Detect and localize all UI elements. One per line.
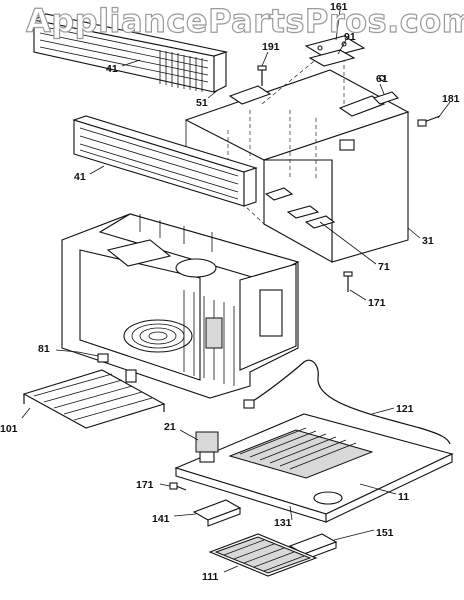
callout-111: 111 bbox=[202, 571, 219, 583]
callout-61: 61 bbox=[376, 73, 388, 85]
callout-51: 51 bbox=[196, 97, 208, 109]
power-cord-121 bbox=[243, 359, 451, 445]
leader-lines bbox=[21, 9, 451, 573]
fan-motor-21 bbox=[195, 431, 219, 463]
callout-181: 181 bbox=[442, 93, 460, 105]
watermark: AppliancePartsPros.com bbox=[25, 1, 464, 40]
callout-41-top: 41 bbox=[106, 63, 118, 75]
callout-41-front: 41 bbox=[74, 171, 86, 183]
bracket-161 bbox=[304, 35, 366, 59]
callout-191: 191 bbox=[262, 41, 280, 53]
callout-21: 21 bbox=[164, 421, 176, 433]
bracket-61 bbox=[372, 74, 400, 105]
screw-171-upper bbox=[343, 271, 353, 292]
callout-71: 71 bbox=[378, 261, 390, 273]
callout-131: 131 bbox=[274, 517, 292, 529]
oven-rack-101 bbox=[22, 369, 166, 429]
grease-filter-111 bbox=[208, 533, 318, 577]
callout-31: 31 bbox=[422, 235, 434, 247]
screw-181 bbox=[417, 115, 441, 127]
callout-101: 101 bbox=[0, 423, 18, 435]
oven-chassis bbox=[61, 213, 300, 399]
callout-121: 121 bbox=[396, 403, 414, 415]
vent-grille-top bbox=[32, 13, 229, 93]
callout-171-lower: 171 bbox=[136, 479, 154, 491]
callout-141: 141 bbox=[152, 513, 170, 525]
callout-81: 81 bbox=[38, 343, 50, 355]
callout-11: 11 bbox=[398, 491, 409, 503]
callout-91: 91 bbox=[344, 31, 356, 43]
vent-grille-front bbox=[72, 115, 258, 207]
base-plate-11 bbox=[174, 413, 454, 523]
screw-171-lower bbox=[169, 482, 187, 491]
screw-191 bbox=[257, 65, 267, 86]
callout-labels: 161 191 91 41 51 61 181 41 31 71 171 81 … bbox=[0, 1, 460, 583]
callout-151: 151 bbox=[376, 527, 394, 539]
callout-161: 161 bbox=[330, 1, 348, 13]
latch-81 bbox=[77, 351, 137, 383]
callout-171-upper: 171 bbox=[368, 297, 386, 309]
bracket-91 bbox=[308, 49, 356, 67]
damper-141 bbox=[192, 499, 242, 527]
